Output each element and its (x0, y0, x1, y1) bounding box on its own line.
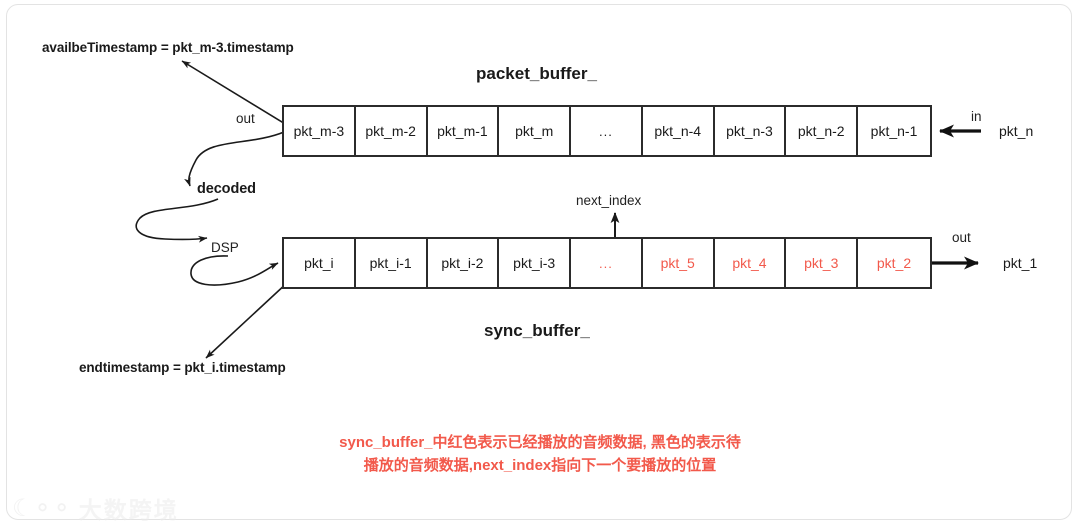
label-out-bottom: out (952, 230, 971, 245)
packet-buffer-cell: pkt_m (499, 107, 572, 155)
curve-decoded-to-dsp (135, 198, 219, 243)
annotation-endtimestamp: endtimestamp = pkt_i.timestamp (79, 360, 286, 375)
sync-buffer-cell: pkt_4 (714, 239, 787, 287)
curve-out-to-decoded (184, 131, 285, 187)
annotation-availbe-timestamp: availbeTimestamp = pkt_m-3.timestamp (42, 40, 294, 55)
label-in: in (971, 109, 982, 124)
packet-buffer-cell: pkt_m-2 (355, 107, 428, 155)
label-pkt-1-output: pkt_1 (1003, 255, 1038, 271)
title-packet-buffer: packet_buffer_ (476, 64, 597, 83)
packet-buffer-cell: pkt_m-1 (427, 107, 500, 155)
caption-line-2: 播放的音频数据,next_index指向下一个要播放的位置 (363, 456, 717, 474)
packet-buffer-cell: pkt_n-3 (714, 107, 787, 155)
packet-buffer-cell: pkt_n-4 (642, 107, 715, 155)
sync-buffer-cell: pkt_i (284, 239, 356, 287)
packet-buffer-cell: pkt_m-3 (284, 107, 356, 155)
arrow-availbe-timestamp (181, 60, 301, 134)
caption-block: sync_buffer_中红色表示已经播放的音频数据, 黑色的表示待 播放的音频… (0, 432, 1080, 477)
sync-buffer-cell: ... (571, 239, 643, 287)
packet-buffer-cell: pkt_n-2 (786, 107, 859, 155)
packet-buffer-cell: ... (571, 107, 643, 155)
sync-buffer-cell: pkt_i-2 (427, 239, 500, 287)
watermark: ☾⚬⚬ 大数跨境 (12, 491, 179, 525)
label-dsp: DSP (211, 240, 239, 255)
label-decoded: decoded (197, 181, 256, 197)
label-out-top: out (236, 111, 255, 126)
sync-buffer-cell: pkt_i-1 (355, 239, 428, 287)
watermark-text: 大数跨境 (78, 497, 179, 523)
title-sync-buffer: sync_buffer_ (484, 321, 590, 340)
sync-buffer-cell: pkt_i-3 (499, 239, 572, 287)
sync-buffer-cell: pkt_5 (642, 239, 715, 287)
label-next-index: next_index (576, 193, 642, 208)
curve-dsp-to-sync-buffer (190, 255, 279, 286)
sync-buffer-cell: pkt_2 (858, 239, 930, 287)
arrow-endtimestamp (205, 281, 289, 359)
packet-buffer-cell: pkt_n-1 (858, 107, 930, 155)
sync-buffer-cell: pkt_3 (786, 239, 859, 287)
caption-line-1: sync_buffer_中红色表示已经播放的音频数据, 黑色的表示待 (339, 434, 741, 451)
label-pkt-n-input: pkt_n (999, 123, 1034, 139)
watermark-logo-icon: ☾⚬⚬ (12, 494, 72, 522)
